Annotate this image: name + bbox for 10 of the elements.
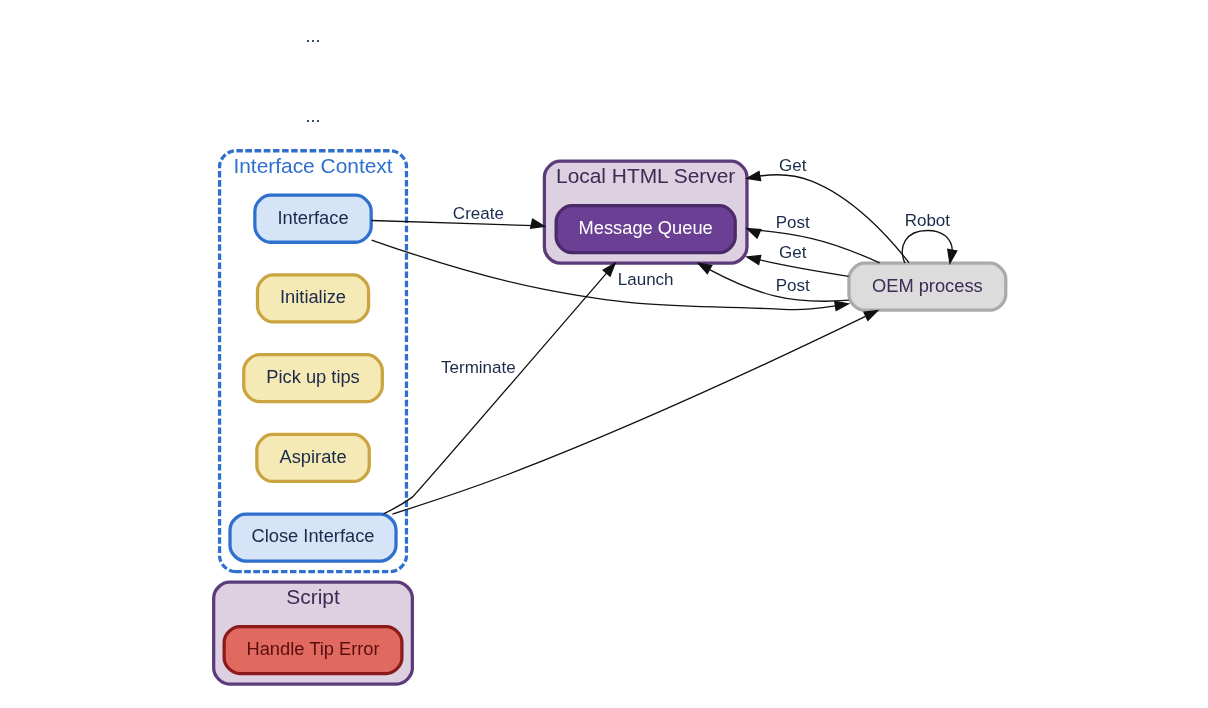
label: ... [304,104,321,126]
edge-label: Launch [617,269,674,289]
edge-label: Terminate [440,358,516,378]
edge-label: Post [775,276,810,296]
edge-label: Post [775,213,810,233]
edge-label: Robot [904,210,950,230]
label: ... [304,24,321,46]
edge-label: Create [452,204,504,224]
edge-label: Get [778,155,806,175]
edge-label: Get [778,243,806,263]
